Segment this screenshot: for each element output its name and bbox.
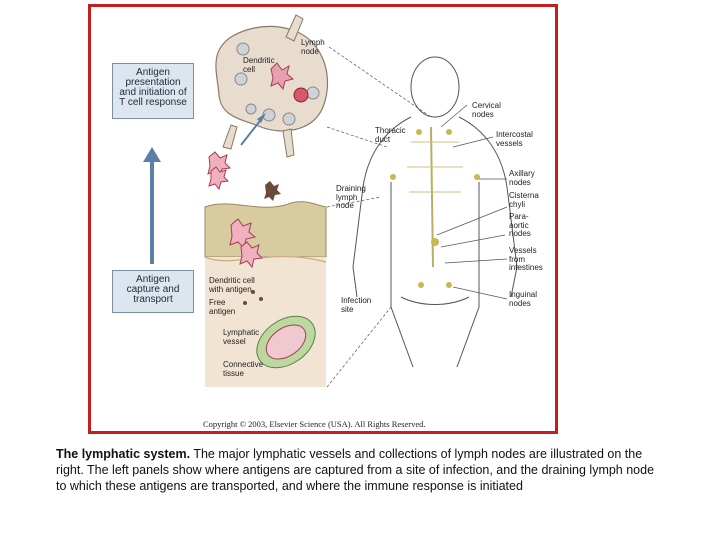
inguinal-nodes-label: Inguinal nodes — [509, 290, 538, 308]
dendritic-cell-with-antigen-label: Dendritic cell with antigen — [209, 276, 255, 294]
draining-lymph-node-label: Draining lymph node — [336, 184, 366, 210]
dendritic-cell-label: Dendritic cell — [243, 56, 275, 74]
antigen-presentation-box: Antigen presentation and initiation of T… — [112, 63, 194, 119]
caption-title: The lymphatic system. — [56, 447, 191, 461]
tissue-panel — [204, 201, 327, 387]
human-body-lymphatics — [352, 56, 518, 368]
leader-lines — [326, 46, 508, 388]
vessels-from-intestines-label: Vessels from intestines — [509, 246, 543, 272]
intercostal-vessels-label: Intercostal vessels — [496, 130, 533, 148]
lymph-node-panel — [215, 14, 329, 158]
cervical-nodes-label: Cervical nodes — [472, 101, 501, 119]
figure-frame: Antigen presentation and initiation of T… — [88, 4, 558, 434]
migrating-dendritic-cells — [207, 113, 281, 201]
thoracic-duct-label: Thoracic duct — [375, 126, 406, 144]
lymphatic-vessel-label: Lymphatic vessel — [223, 328, 260, 346]
cisterna-chyli-label: Cisterna chyli — [509, 191, 539, 209]
connective-tissue-label: Connective tissue — [223, 360, 264, 378]
para-aortic-nodes-label: Para- aortic nodes — [509, 212, 531, 238]
copyright-notice: Copyright © 2003, Elsevier Science (USA)… — [203, 419, 426, 429]
antigen-capture-box: Antigen capture and transport — [112, 270, 194, 313]
free-antigen-label: Free antigen — [209, 298, 236, 316]
lymph-node-label: Lymph node — [301, 38, 325, 56]
axillary-nodes-label: Axillary nodes — [509, 169, 535, 187]
infection-site-label: Infection site — [341, 296, 372, 314]
caption-text: The major lymphatic vessels and collecti… — [56, 447, 655, 493]
upward-arrow — [143, 147, 161, 264]
lymphatic-system-illustration — [143, 14, 518, 388]
figure-caption: The lymphatic system. The major lymphati… — [56, 446, 656, 494]
